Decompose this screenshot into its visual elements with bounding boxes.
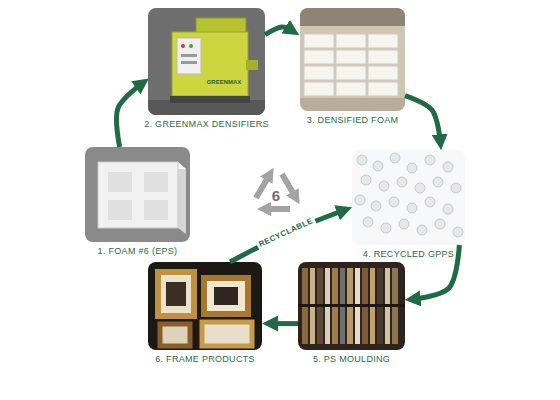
recycle-symbol — [256, 174, 296, 209]
step-caption: 3. DENSIFIED FOAM — [307, 115, 399, 126]
caption-group: 5. PS MOULDING — [313, 354, 390, 365]
photo-box: 3. DENSIFIED FOAM — [300, 8, 405, 111]
caption-group: 6. FRAME PRODUCTS — [155, 354, 255, 365]
flow-arrow — [230, 210, 344, 262]
brand-logo: GREENMAX — [207, 79, 242, 85]
step-caption: 4. RECYCLED GPPS — [363, 249, 454, 260]
foam-photo — [85, 147, 190, 242]
densified-foam-photo — [300, 8, 405, 111]
photo-box: 5. PS MOULDING — [298, 262, 405, 350]
step-caption: 5. PS MOULDING — [313, 354, 390, 365]
caption-group: 4. RECYCLED GPPS — [363, 249, 454, 260]
photo-box: 6. FRAME PRODUCTS — [148, 262, 262, 350]
arrow-label: RECYCLABLE — [256, 216, 317, 251]
step-caption: 6. FRAME PRODUCTS — [155, 354, 255, 365]
frames-photo — [148, 262, 262, 350]
densifier-photo — [148, 8, 265, 115]
caption-group: 2. GREENMAX DENSIFIERS — [144, 119, 269, 130]
flow-arrow — [265, 27, 293, 35]
step-caption: 2. GREENMAX DENSIFIERS — [144, 119, 269, 130]
caption-group: 3. DENSIFIED FOAM — [307, 115, 399, 126]
photo-box: 2. GREENMAX DENSIFIERS — [148, 8, 265, 115]
photo-box: 1. FOAM #6 (EPS) — [85, 147, 190, 242]
photo-box: 4. RECYCLED GPPS — [352, 150, 465, 245]
flow-arrow — [116, 83, 142, 147]
moulding-photo — [298, 262, 405, 350]
flow-arrow — [270, 321, 298, 326]
flow-arrow — [405, 96, 440, 143]
step-caption: 1. FOAM #6 (EPS) — [98, 246, 178, 257]
recycle-code: 6 — [272, 188, 280, 203]
caption-group: 1. FOAM #6 (EPS) — [98, 246, 178, 257]
pellets-photo — [352, 150, 465, 245]
